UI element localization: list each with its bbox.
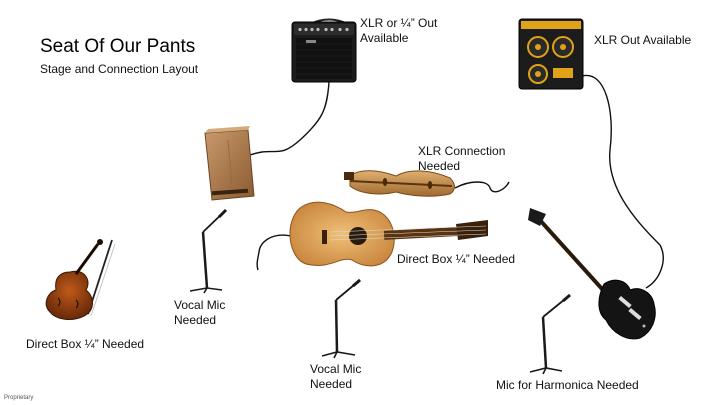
mic-stand-left xyxy=(189,208,228,294)
mountain-dulcimer xyxy=(344,170,455,197)
label-bass-amp: XLR Out Available xyxy=(594,33,692,47)
cable-dulcimer xyxy=(454,181,510,193)
label-harmonica-mic: Mic for Harmonica Needed xyxy=(496,378,639,392)
label-guitar-amp: XLR or ¼” Out Available xyxy=(360,16,438,45)
violin xyxy=(45,239,116,320)
acoustic-guitar xyxy=(289,201,488,267)
electric-bass xyxy=(528,208,656,340)
cable-guitar xyxy=(256,234,292,271)
page-title: Seat Of Our Pants xyxy=(40,36,196,57)
label-vocal-mic-center: Vocal Mic Needed xyxy=(310,362,362,391)
mic-stand-right xyxy=(529,293,571,375)
mic-stand-center xyxy=(321,278,361,359)
page-subtitle: Stage and Connection Layout xyxy=(40,62,199,76)
label-vocal-mic-left: Vocal Mic Needed xyxy=(174,298,226,327)
label-violin: Direct Box ¼” Needed xyxy=(26,337,145,351)
label-dulcimer: XLR Connection Needed xyxy=(418,144,506,173)
cajon xyxy=(204,126,255,201)
label-guitar: Direct Box ¼” Needed xyxy=(397,252,516,266)
footer-proprietary: Proprietary xyxy=(4,395,34,401)
guitar-amp xyxy=(291,18,357,83)
cable-bass-amp xyxy=(581,74,664,289)
bass-amp xyxy=(518,18,584,90)
